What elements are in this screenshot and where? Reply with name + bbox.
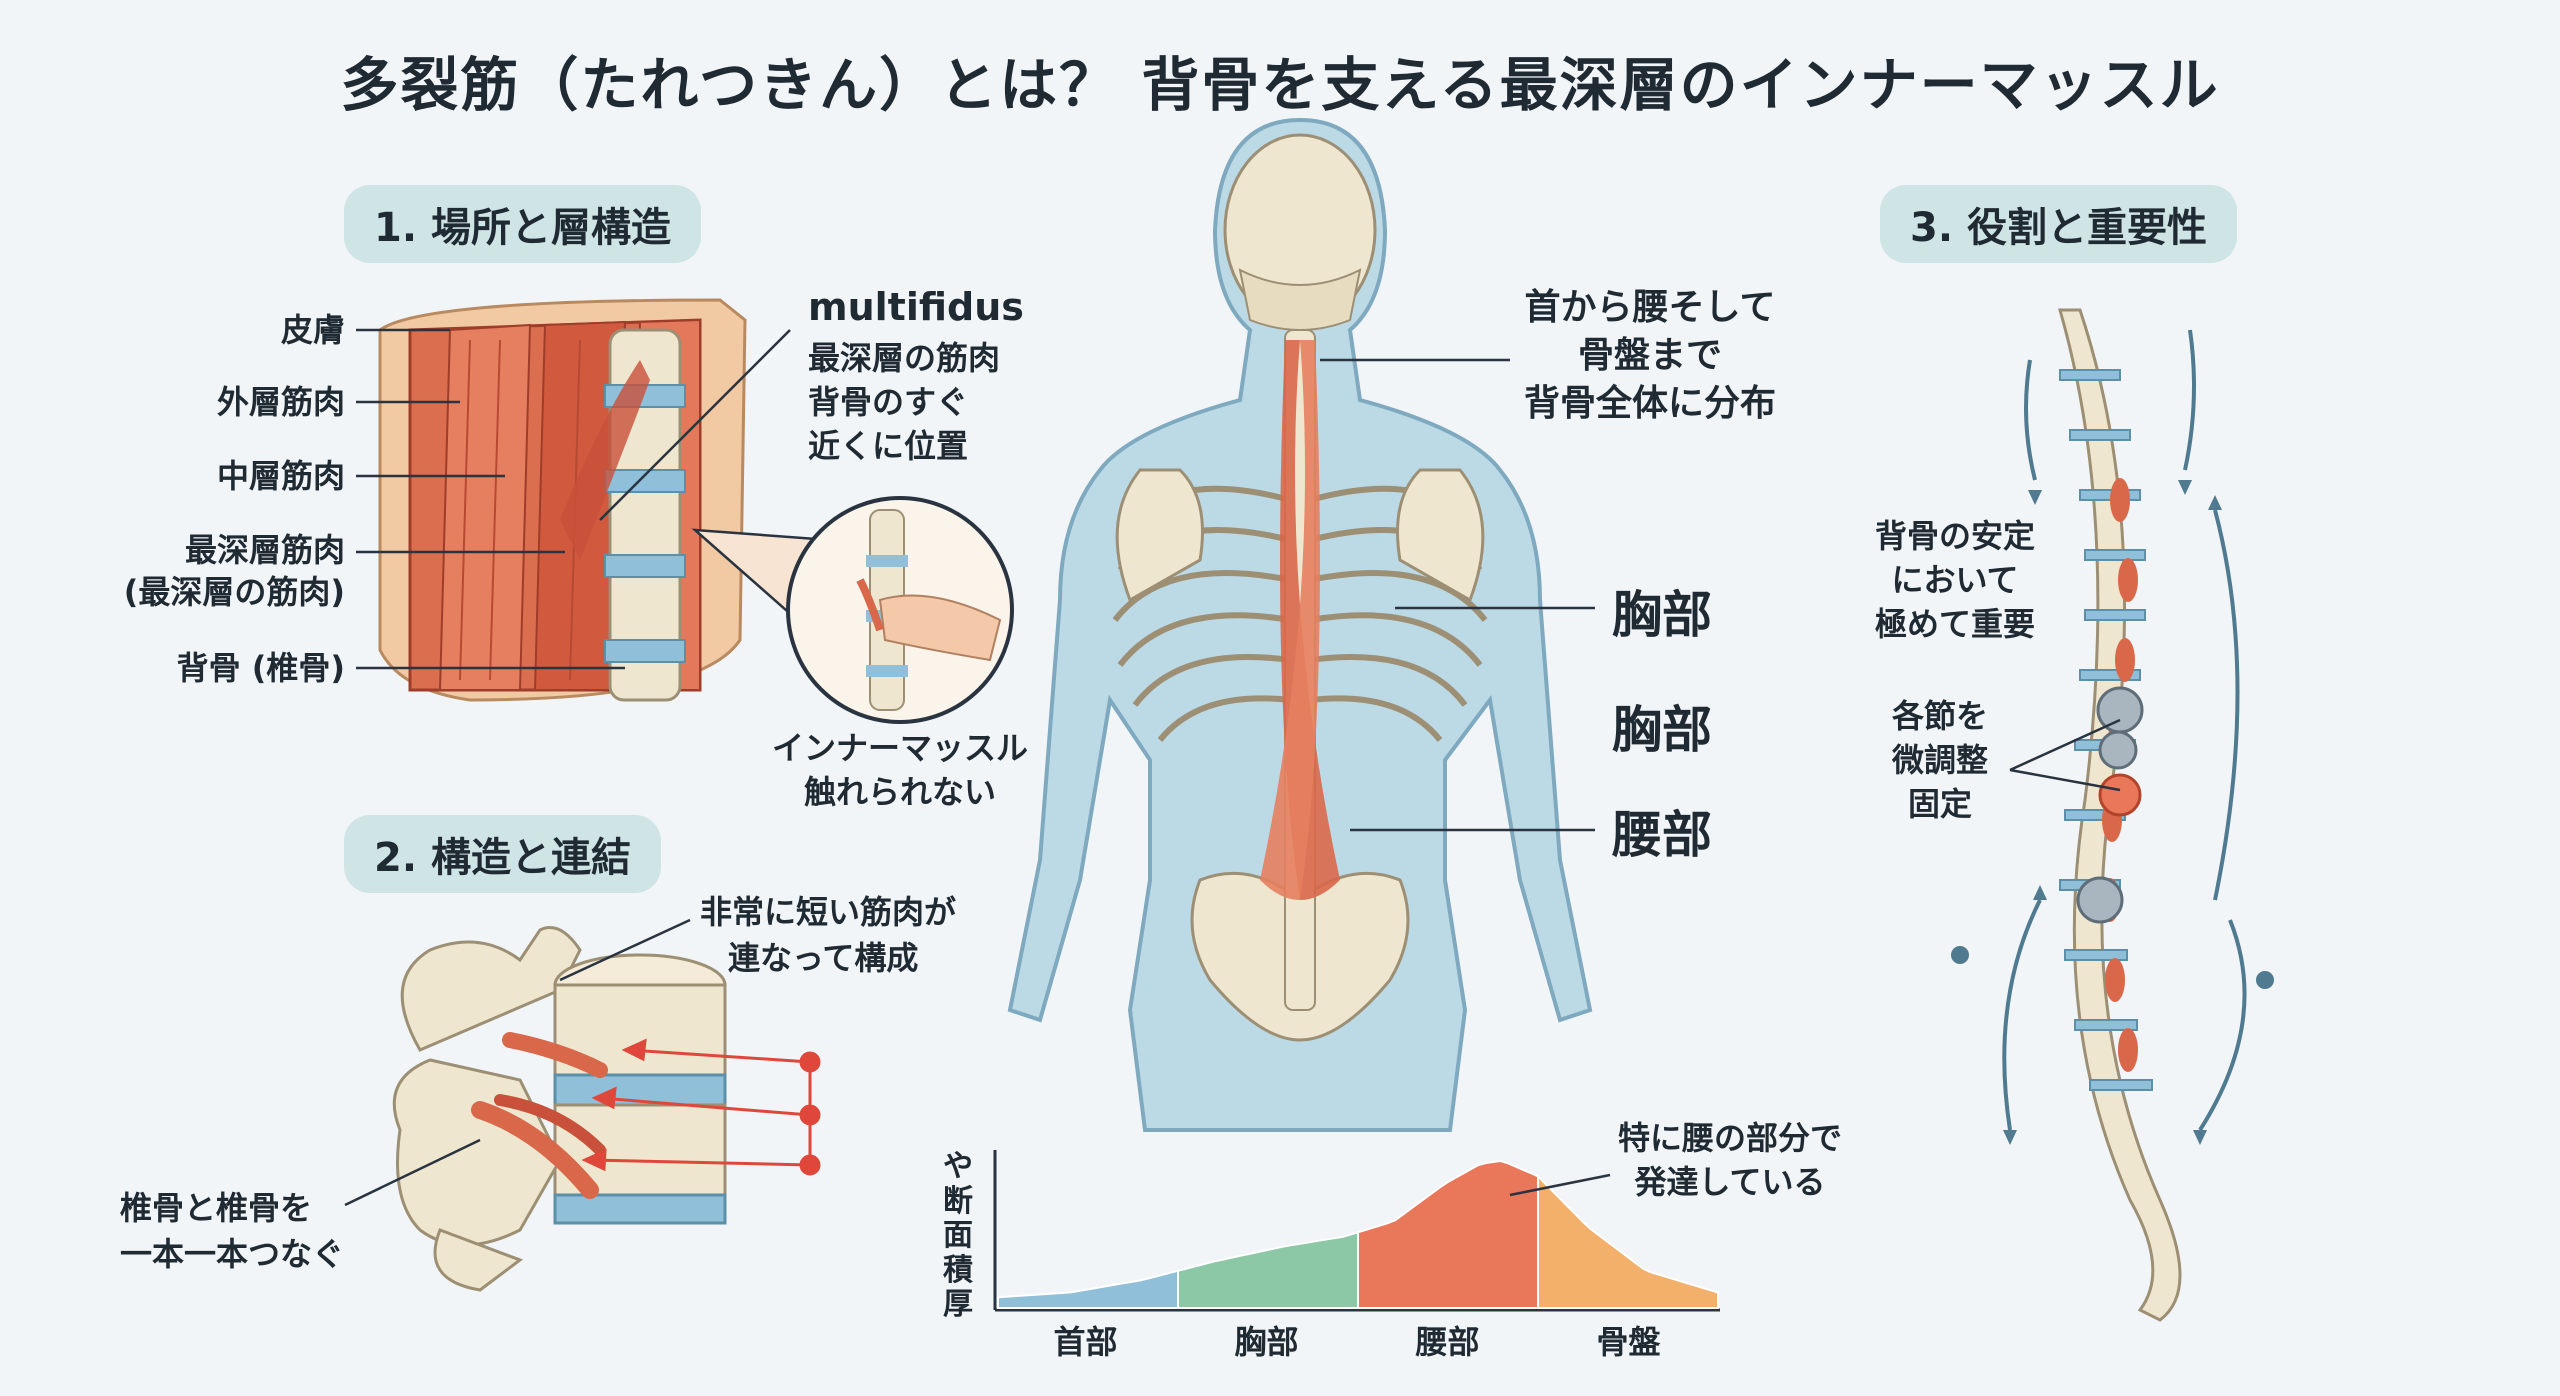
region-label-thoracic-2: 胸部 (1612, 701, 1712, 759)
chart-area-segment (1537, 1173, 1719, 1309)
short-muscles-1: 非常に短い筋肉が (700, 893, 957, 931)
vertebra-connection-illustration (392, 926, 727, 1292)
inner-note-2: 触れられない (803, 773, 996, 811)
body-skeleton-illustration (1007, 117, 1593, 1132)
muscle-desc-2: 背骨のすぐ (808, 383, 969, 421)
chart-x-tick-lumbar: 腰部 (1415, 1323, 1480, 1361)
muscle-name: multifidus (808, 285, 1024, 329)
chart-x-tick-thoracic: 胸部 (1234, 1323, 1299, 1361)
stability-1: 背骨の安定 (1874, 517, 2035, 555)
magnifier-illustration (691, 496, 1014, 724)
region-label-thoracic-1: 胸部 (1612, 586, 1712, 644)
stability-3: 極めて重要 (1874, 605, 2035, 643)
layer-label-deepest-muscle: 最深層筋肉 (184, 531, 345, 569)
thickness-chart (993, 1150, 1720, 1312)
section2-heading: 2. 構造と連結 (344, 815, 661, 893)
chart-x-tick-pelvis: 骨盤 (1596, 1323, 1661, 1361)
distribution-3: 背骨全体に分布 (1523, 383, 1776, 424)
spine-side-illustration (2058, 308, 2182, 1322)
connect-2: 一本一本つなぐ (120, 1235, 345, 1273)
chart-area-segment (1177, 1230, 1359, 1309)
adjust-2: 微調整 (1891, 741, 1988, 779)
adjust-1: 各節を (1891, 697, 1988, 735)
chart-y-label: や 断 面 積 厚 (930, 1149, 986, 1323)
chart-y-label-char: 積 (943, 1252, 973, 1288)
layer-label-outer-muscle: 外層筋肉 (216, 383, 345, 421)
distribution-2: 骨盤まで (1577, 335, 1722, 376)
muscle-desc-3: 近くに位置 (808, 427, 969, 465)
inner-note-1: インナーマッスル (771, 729, 1028, 767)
layer-label-spine: 背骨 (椎骨) (176, 649, 345, 687)
connect-1: 椎骨と椎骨を (120, 1189, 313, 1227)
chart-y-label-char: 断 (943, 1183, 973, 1219)
chart-y-label-char: や (943, 1149, 973, 1184)
chart-area-segment (997, 1269, 1179, 1309)
short-muscles-2: 連なって構成 (728, 939, 919, 977)
distribution-1: 首から腰そして (1524, 287, 1776, 328)
region-label-lumbar: 腰部 (1612, 806, 1712, 864)
chart-y-label-char: 厚 (943, 1287, 973, 1322)
layer-label-middle-muscle: 中層筋肉 (216, 457, 345, 495)
adjust-3: 固定 (1907, 785, 1972, 823)
section1-heading: 1. 場所と層構造 (344, 185, 701, 263)
chart-area-segment (1357, 1159, 1539, 1309)
chart-annotation-1: 特に腰の部分で (1617, 1119, 1842, 1157)
layer-cross-section-illustration (378, 298, 747, 702)
layer-label-deepest-muscle-note: (最深層の筋肉) (123, 573, 345, 611)
layer-label-skin: 皮膚 (280, 311, 345, 349)
chart-x-tick-neck: 首部 (1053, 1323, 1118, 1361)
chart-y-label-char: 面 (943, 1218, 973, 1253)
page-title: 多裂筋（たれつきん）とは？ 背骨を支える最深層のインナーマッスル (340, 51, 2220, 119)
chart-annotation-2: 発達している (1634, 1163, 1826, 1201)
stability-2: において (1891, 561, 2019, 599)
section3-heading: 3. 役割と重要性 (1880, 185, 2237, 263)
muscle-desc-1: 最深層の筋肉 (808, 339, 1001, 377)
